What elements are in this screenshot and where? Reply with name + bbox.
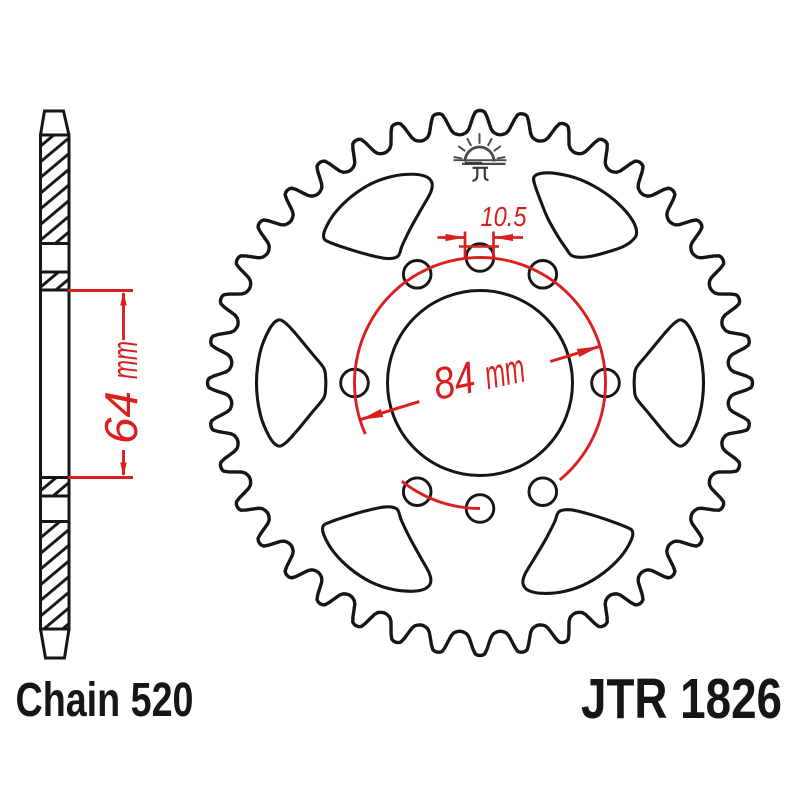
svg-text:mm: mm [104, 341, 145, 379]
svg-text:10.5: 10.5 [481, 201, 527, 232]
svg-text:64: 64 [95, 391, 147, 444]
svg-text:84: 84 [428, 351, 479, 410]
svg-text:mm: mm [480, 345, 529, 398]
svg-text:Chain 520: Chain 520 [16, 674, 194, 727]
svg-text:JTR 1826: JTR 1826 [581, 667, 782, 731]
